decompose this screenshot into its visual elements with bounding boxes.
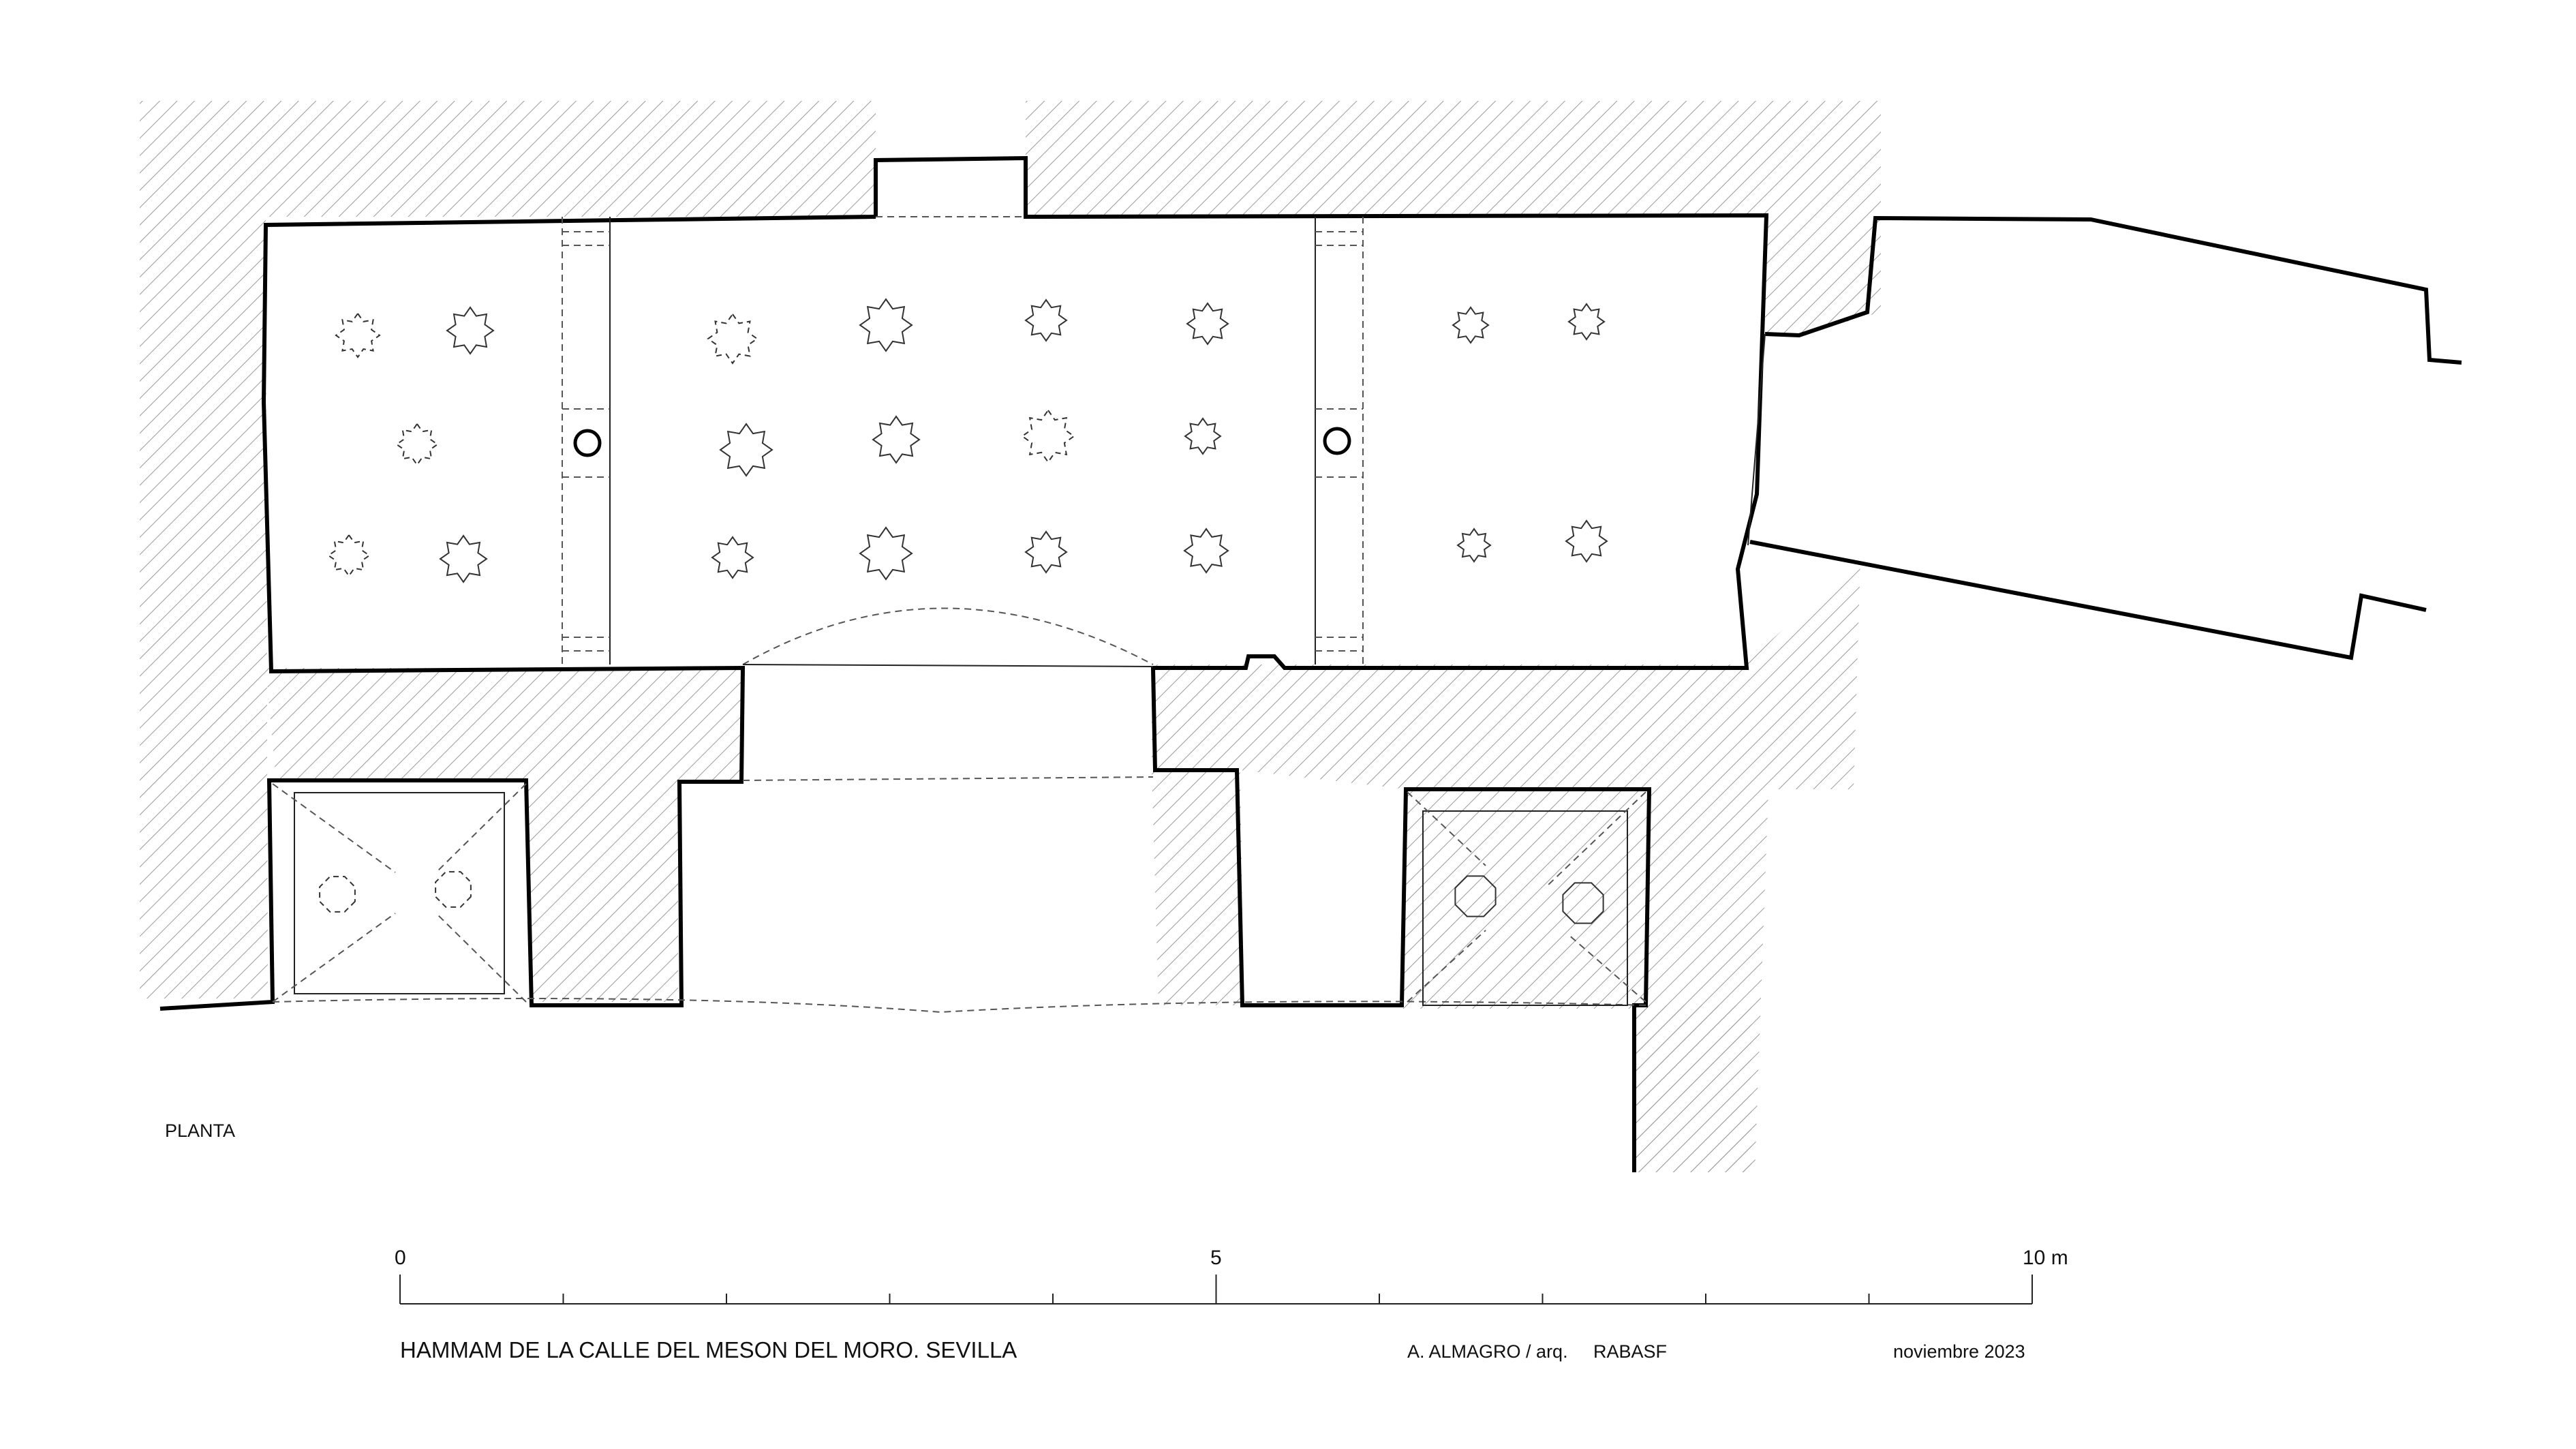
- skylight-star-icon: [1021, 409, 1075, 463]
- skylight-star-icon: [1186, 302, 1229, 346]
- scale-tick-label-10: 10 m: [2023, 1247, 2068, 1269]
- scale-tick-label-5: 5: [1210, 1247, 1222, 1269]
- east-annex-bottom: [1749, 540, 2427, 660]
- main-hall-left-outline: [159, 215, 876, 1011]
- hatch-top-left: [140, 101, 876, 998]
- hatched-masonry: [140, 101, 1881, 1172]
- skylight-star-icon: [1456, 528, 1492, 563]
- main-hall-outline: [874, 155, 1769, 1172]
- hatch-bottom-strip-right: [1634, 1005, 1751, 1172]
- skylight-star-icon: [1567, 303, 1606, 341]
- skylight-star-icon: [335, 312, 381, 359]
- skylight-star-icon: [1183, 528, 1229, 574]
- hatch-top-right: [1026, 101, 1881, 334]
- skylight-star-icon: [1452, 306, 1490, 344]
- east-annex-top: [1764, 215, 2462, 365]
- skylight-star-icon: [1565, 519, 1608, 563]
- skylight-octagon-icon: [435, 871, 472, 908]
- side-cell-right: [1407, 791, 1646, 1006]
- skylight-star-icon: [1024, 530, 1068, 574]
- skylight-octagon-icon: [319, 876, 356, 913]
- skylight-octagon-icon: [1562, 882, 1604, 924]
- column-left: [573, 429, 602, 457]
- column-right: [1323, 427, 1351, 455]
- scale-tick-label-0: 0: [395, 1247, 406, 1269]
- skylight-star-icon: [859, 526, 913, 581]
- skylight-star-icon: [859, 298, 913, 352]
- skylight-star-icon: [439, 534, 488, 583]
- skylight-star-icon: [1184, 417, 1222, 455]
- internal-lines: [272, 216, 1650, 1013]
- view-label: PLANTA: [165, 1120, 235, 1141]
- east-annex-wall-line: [1747, 333, 1766, 546]
- star-skylights: [319, 298, 1608, 924]
- author-credit: A. ALMAGRO / arq.: [1407, 1341, 1568, 1362]
- scale-bar-ticks: [399, 1275, 2033, 1304]
- columns: [573, 427, 1351, 457]
- skylight-star-icon: [395, 423, 439, 466]
- institution-credit: RABASF: [1593, 1341, 1667, 1362]
- skylight-star-icon: [707, 313, 758, 365]
- skylight-star-icon: [446, 306, 495, 355]
- skylight-star-icon: [719, 423, 773, 477]
- walls: [159, 155, 2462, 1172]
- skylight-star-icon: [711, 536, 754, 579]
- scale-bar: 0 5 10 m: [395, 1247, 2068, 1305]
- skylight-octagon-icon: [1454, 875, 1497, 917]
- skylight-star-icon: [872, 415, 921, 464]
- side-cell-left: [272, 783, 527, 1003]
- skylight-star-icon: [327, 534, 371, 577]
- hatch-lower-left: [266, 668, 743, 1002]
- hatch-lower-right: [1152, 559, 1860, 1172]
- skylight-star-icon: [1024, 299, 1068, 342]
- drawing-title: HAMMAM DE LA CALLE DEL MESON DEL MORO. S…: [400, 1337, 1017, 1362]
- date-label: noviembre 2023: [1893, 1341, 2025, 1362]
